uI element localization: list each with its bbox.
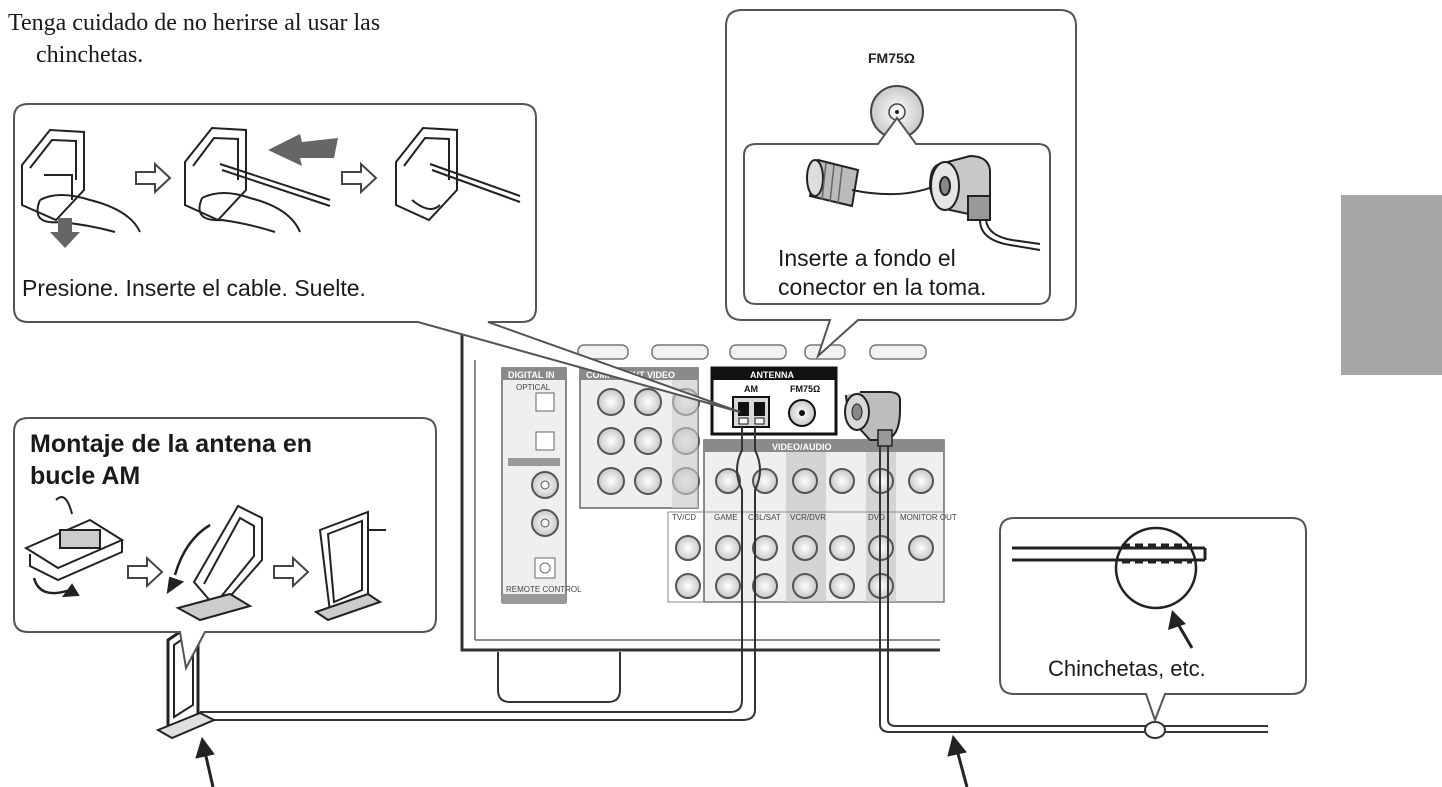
input-label-monitor-out: MONITOR OUT [900,513,957,522]
am-terminals [732,396,770,428]
side-tab [1341,195,1442,375]
fm-jack-label: FM75Ω [868,50,915,66]
press-arrow [50,218,80,248]
fm-caption-line-1: Inserte a fondo el [778,245,956,271]
intro-line-2: chinchetas. [36,42,144,68]
tack-callout [999,517,1307,723]
fm-plug-on-panel [844,391,901,447]
input-label-game: GAME [714,513,738,522]
fm-antenna-cable [879,446,1268,733]
optical-label: OPTICAL [516,383,551,392]
digital-in-label: DIGITAL IN [508,370,555,380]
antenna-label: ANTENNA [750,370,794,380]
am-antenna-cable [200,427,761,721]
am-title-line-2: bucle AM [30,462,141,490]
remote-control-label: REMOTE CONTROL [506,585,582,594]
wire-terminal-callout [13,103,741,413]
tack-illustration [1012,526,1207,610]
fm-caption-line-2: conector en la toma. [778,274,987,300]
input-label-dvd: DVD [868,513,885,522]
tack-arrow [1168,610,1194,649]
fm-plug-illustration [806,154,1041,251]
input-label-vcrdvr: VCR/DVR [790,513,826,522]
insert-arrow [268,134,338,166]
video-audio-label: VIDEO/AUDIO [772,442,832,452]
am-loop-callout [13,417,437,672]
input-label-cblsat: CBL/SAT [748,513,781,522]
fm-connector-callout: FM75Ω [725,9,1077,360]
pointer-arrows [195,734,969,787]
am-label: AM [744,384,758,394]
tack-on-cable [1144,721,1166,739]
fm-panel-label: FM75Ω [790,384,820,394]
intro-line-1: Tenga cuidado de no herirse al usar las [8,10,381,36]
am-assembly-steps [23,496,386,622]
tack-caption: Chinchetas, etc. [1048,656,1206,681]
receiver-rear-panel: DIGITAL IN OPTICAL REMOTE CONTROL COMPON… [460,326,957,703]
am-title-line-1: Montaje de la antena en [30,430,313,458]
input-label-tvcd: TV/CD [672,513,696,522]
wire-caption: Presione. Inserte el cable. Suelte. [22,275,366,301]
